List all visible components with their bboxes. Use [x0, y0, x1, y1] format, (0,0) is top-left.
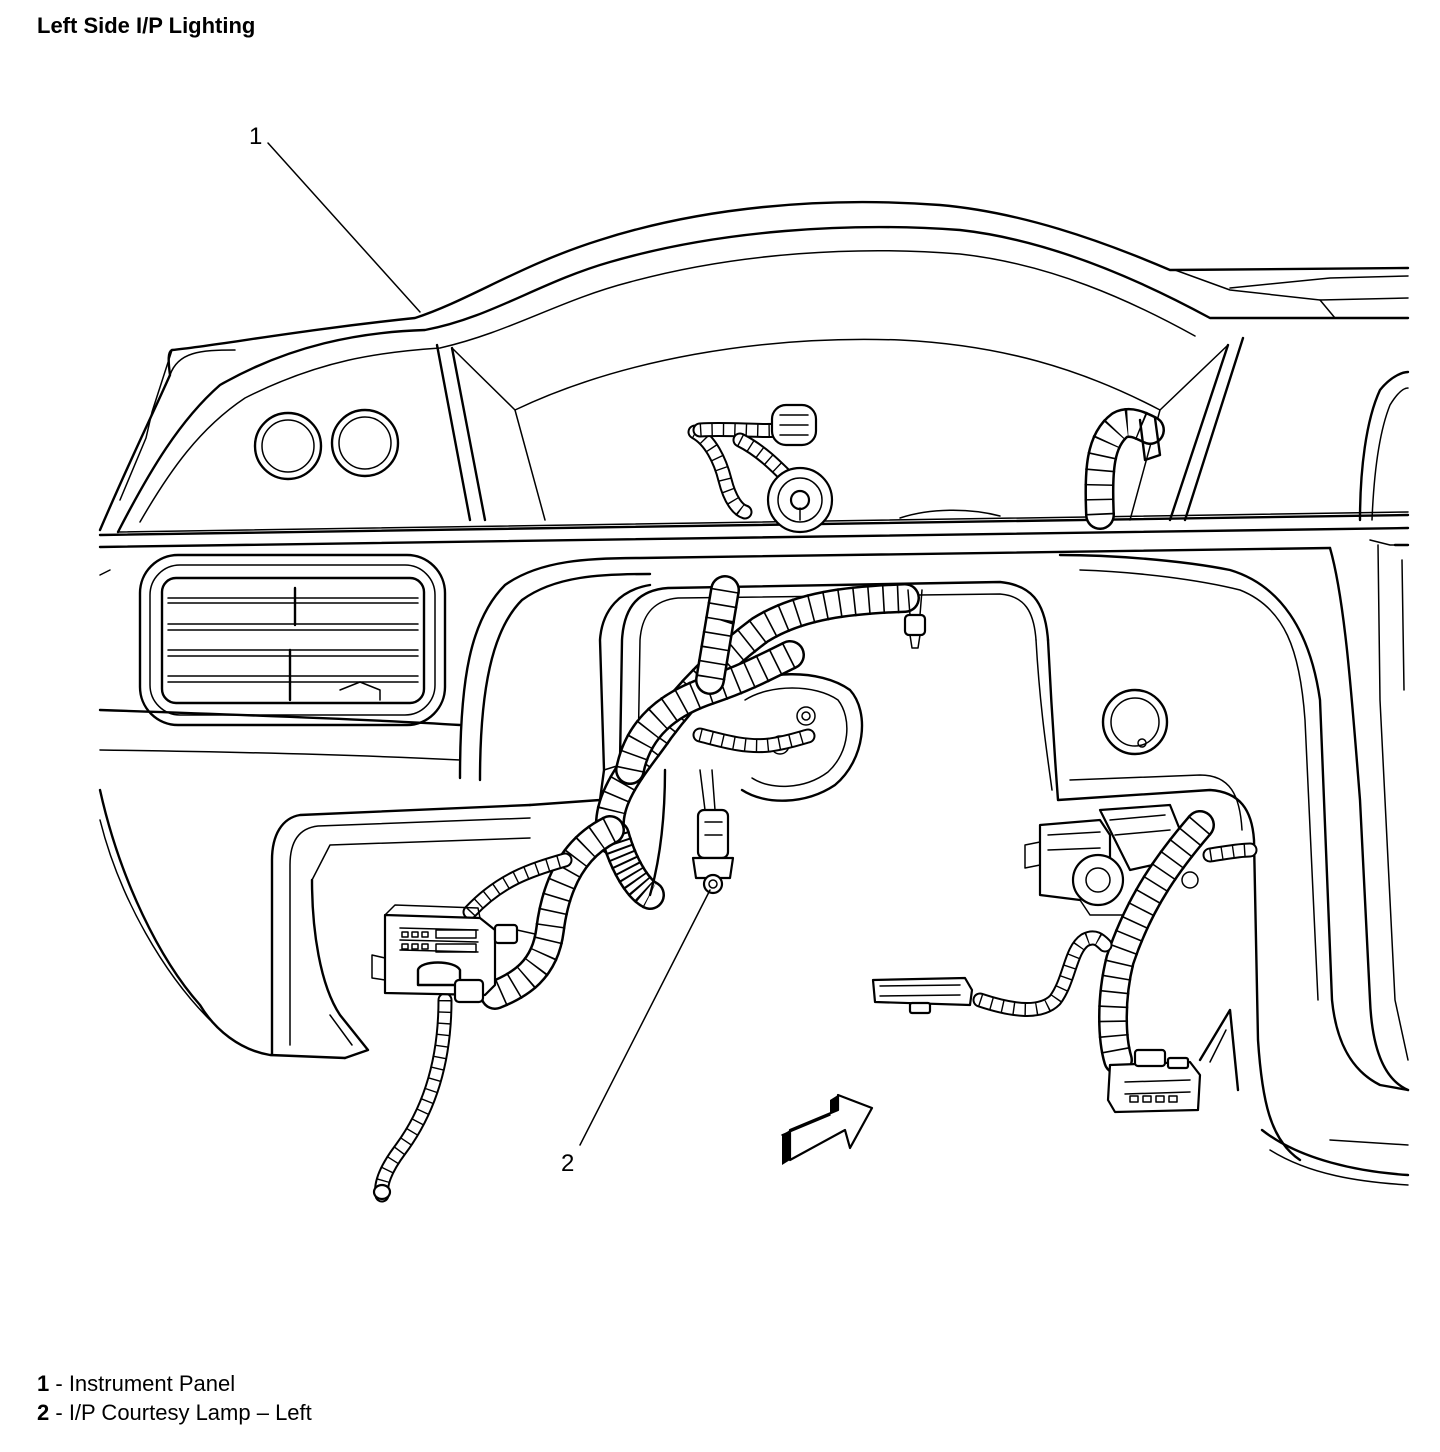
forward-arrow-icon: [781, 1093, 874, 1165]
callout-1-number: 1: [249, 123, 262, 150]
callout-2-number: 2: [561, 1150, 574, 1177]
legend-separator: -: [49, 1371, 69, 1396]
cluster-harness: [687, 403, 1165, 534]
courtesy-lamp-left: [691, 769, 735, 895]
right-side-components: [871, 803, 1258, 1114]
steering-column-opening: [733, 673, 864, 802]
page-title: Left Side I/P Lighting: [37, 13, 256, 38]
legend-separator: -: [49, 1400, 69, 1425]
legend-item-courtesy-lamp: 2 - I/P Courtesy Lamp – Left: [37, 1398, 312, 1427]
left-harness-connector: [371, 904, 536, 1004]
legend: 1 - Instrument Panel 2 - I/P Courtesy La…: [37, 1369, 312, 1427]
legend-number: 1: [37, 1371, 50, 1396]
main-wire-harness: [372, 575, 920, 1203]
dash-upper-hood: [98, 200, 1410, 549]
legend-label: Instrument Panel: [68, 1371, 236, 1396]
left-air-vent: [138, 553, 447, 727]
callout-2: 2: [561, 889, 711, 1177]
legend-number: 2: [37, 1400, 50, 1425]
dash-lower-structure: [98, 543, 1410, 1186]
legend-label: I/P Courtesy Lamp – Left: [68, 1400, 312, 1425]
legend-item-instrument-panel: 1 - Instrument Panel: [37, 1369, 312, 1398]
callout-1: 1: [249, 123, 421, 313]
center-lamp-socket: [903, 589, 927, 649]
